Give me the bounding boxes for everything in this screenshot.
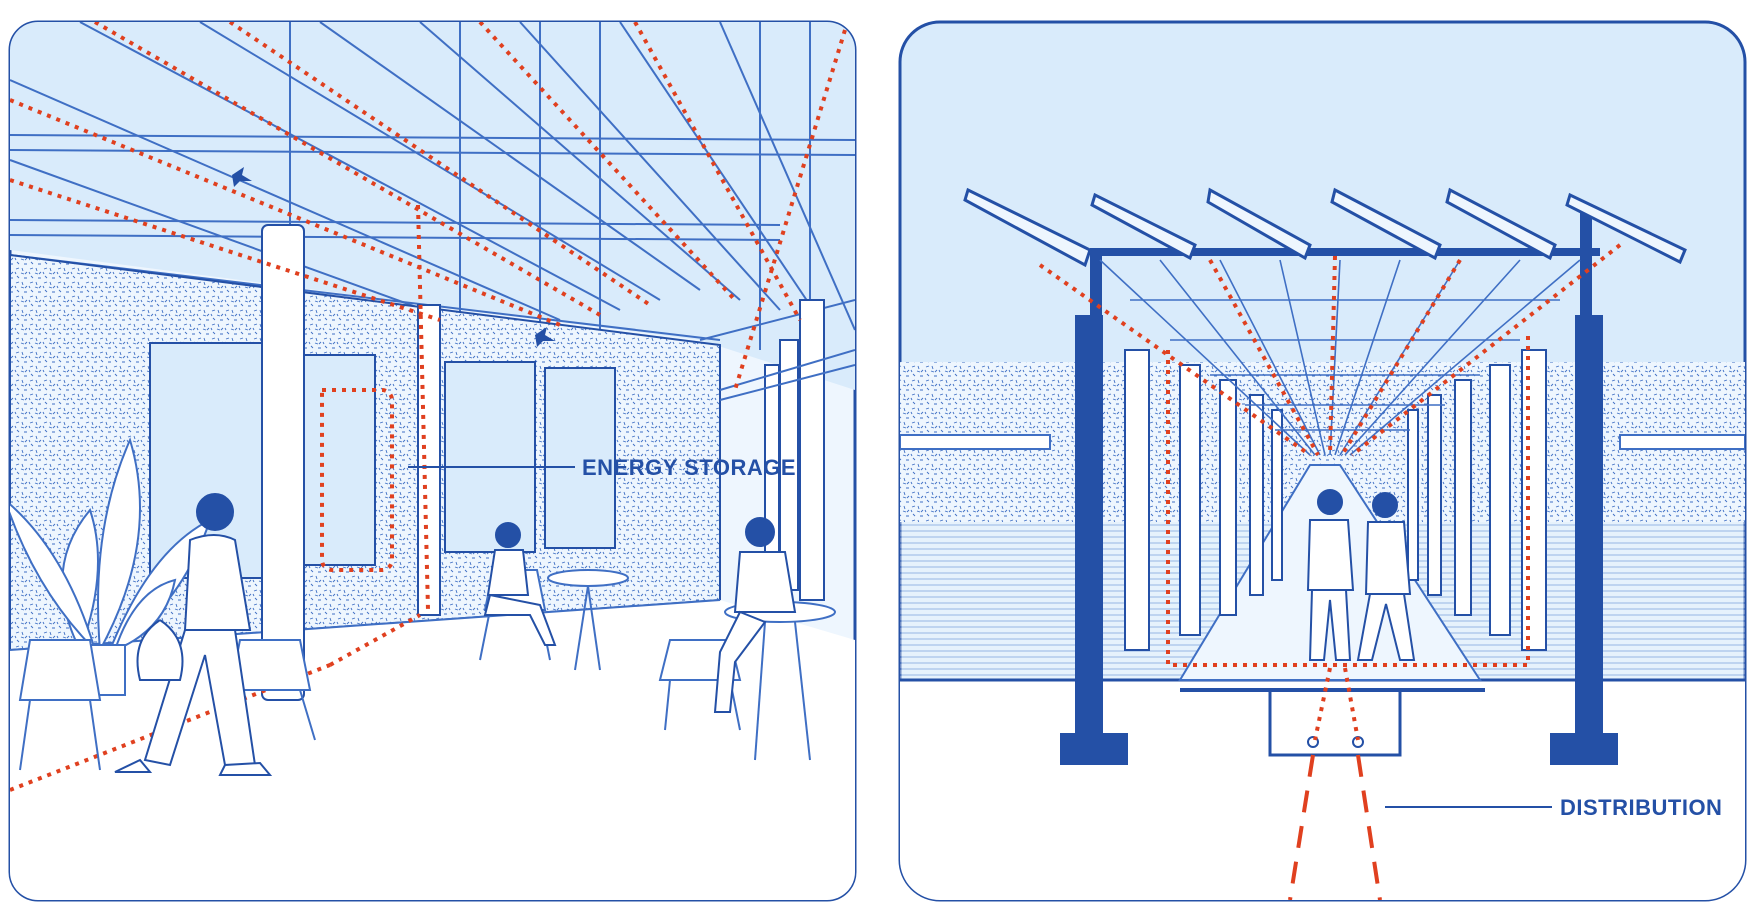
solar-panels (963, 187, 1687, 268)
steel-frame (1060, 210, 1618, 765)
distribution-lines (1288, 754, 1382, 900)
solar-canopy-illustration-panel: DISTRIBUTION (898, 20, 1747, 902)
people-illustration (114, 493, 797, 776)
energy-storage-label: ENERGY STORAGE (582, 455, 796, 480)
energy-flow-lines-canopy (1038, 243, 1622, 741)
background-pergola (900, 434, 1745, 450)
interior-illustration-panel: ENERGY STORAGE (8, 20, 857, 902)
plant-illustration (10, 437, 212, 696)
walking-people (1306, 489, 1416, 661)
canopy-lattice (1099, 259, 1581, 456)
columns (261, 224, 825, 701)
underground-duct (1268, 688, 1402, 757)
distribution-label: DISTRIBUTION (1560, 795, 1722, 820)
bird-icons (232, 167, 555, 347)
